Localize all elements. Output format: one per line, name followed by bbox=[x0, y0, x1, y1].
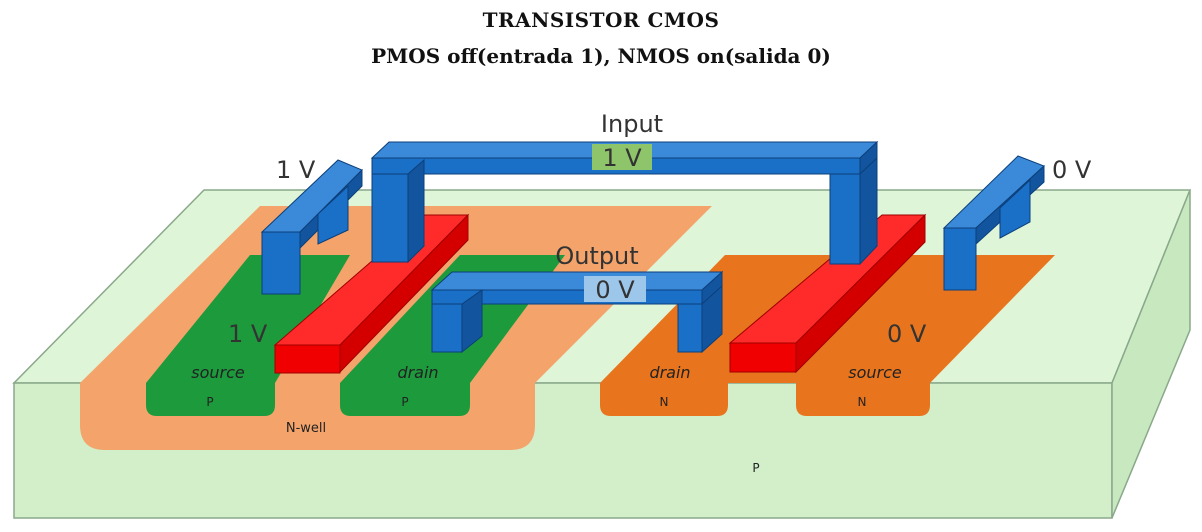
substrate-type-label: P bbox=[752, 461, 759, 475]
nwell-label: N-well bbox=[286, 421, 326, 436]
nmos-source-front bbox=[796, 383, 930, 416]
nmos-supply-label: 0 V bbox=[1052, 156, 1092, 184]
pmos-drain-front bbox=[340, 383, 470, 416]
output-voltage-label: 0 V bbox=[595, 276, 635, 304]
page-subtitle: PMOS off(entrada 1), NMOS on(salida 0) bbox=[371, 44, 831, 68]
output-left-leg bbox=[431, 303, 463, 353]
output-voltage-highlight bbox=[584, 276, 646, 302]
pmos-source-label: source bbox=[191, 363, 245, 382]
output-right-leg-side bbox=[701, 284, 723, 354]
nmos-source-type-label: N bbox=[858, 395, 867, 409]
pmos-source-type-label: P bbox=[206, 395, 213, 409]
page-title: TRANSISTOR CMOS bbox=[482, 8, 720, 32]
input-voltage-highlight bbox=[592, 144, 652, 170]
nmos-drain-label: drain bbox=[649, 363, 690, 382]
pmos-drain-type-label: P bbox=[401, 395, 408, 409]
input-label: Input bbox=[601, 110, 663, 138]
pmos-supply-back-leg bbox=[317, 184, 349, 245]
output-bar-top bbox=[430, 271, 724, 291]
substrate-side bbox=[1111, 189, 1191, 519]
nmos-supply-front bbox=[943, 227, 977, 291]
output-right-leg bbox=[677, 303, 703, 353]
nmos-gate-front bbox=[729, 342, 797, 373]
input-left-leg-side bbox=[407, 158, 425, 264]
input-right-leg-side bbox=[859, 156, 878, 266]
output-left-leg-side bbox=[461, 289, 483, 354]
pmos-supply-front bbox=[261, 231, 301, 295]
pmos-gate-front bbox=[274, 344, 341, 374]
input-left-leg bbox=[371, 173, 409, 263]
nmos-drain-type-label: N bbox=[660, 395, 669, 409]
output-label: Output bbox=[555, 242, 638, 270]
nmos-source-label: source bbox=[848, 363, 902, 382]
input-voltage-label: 1 V bbox=[602, 144, 642, 172]
pmos-source-voltage-label: 1 V bbox=[228, 320, 268, 348]
pmos-source-front bbox=[146, 383, 275, 416]
input-right-leg bbox=[829, 173, 861, 265]
nmos-supply-back-leg bbox=[999, 178, 1031, 239]
pmos-supply-label: 1 V bbox=[276, 156, 316, 184]
nmos-drain-front bbox=[600, 383, 728, 416]
nmos-source-voltage-label: 0 V bbox=[887, 320, 927, 348]
pmos-drain-label: drain bbox=[397, 363, 438, 382]
